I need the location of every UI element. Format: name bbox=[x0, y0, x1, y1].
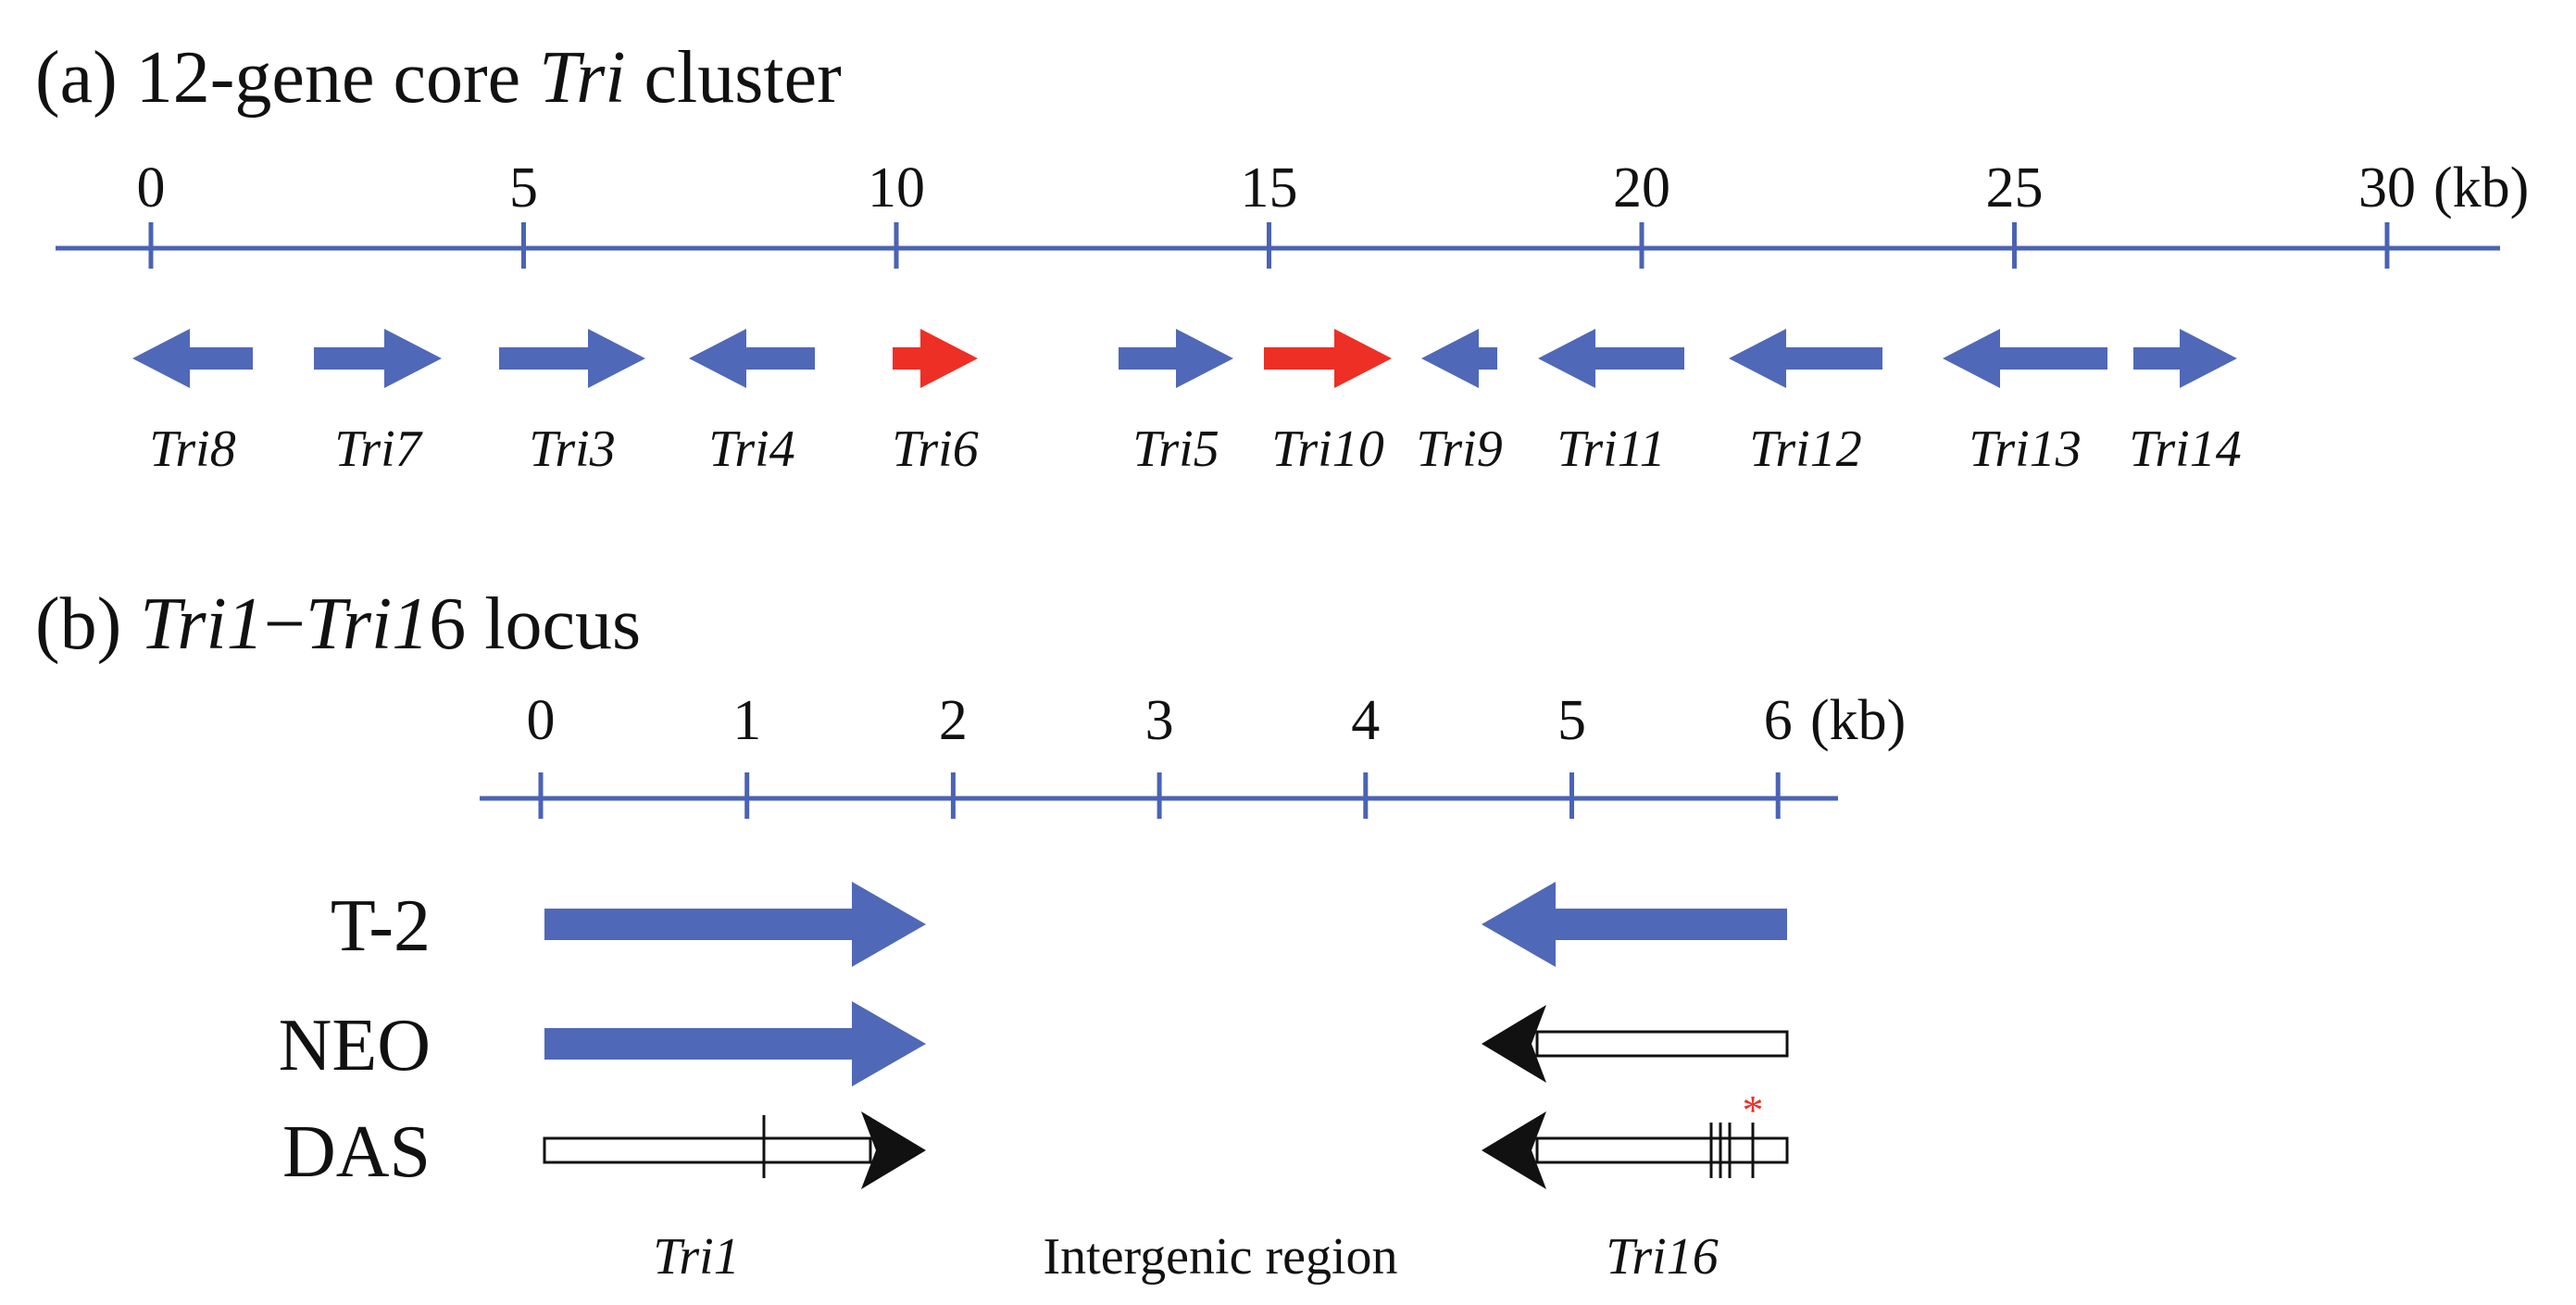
gene-label-tri10: Tri10 bbox=[1271, 420, 1383, 478]
strain-label-t-2: T-2 bbox=[331, 885, 431, 967]
gene-arrow-tri8 bbox=[132, 329, 253, 388]
gene-arrow-tri7 bbox=[314, 329, 442, 388]
tri16-arrow-neo bbox=[1482, 1005, 1789, 1083]
gene-label-tri4: Tri4 bbox=[708, 420, 794, 478]
panel-a-tick-label-15: 15 bbox=[1241, 157, 1298, 220]
panel-a-gene-labels: Tri8 Tri7 Tri3 Tri4 Tri6 Tri5 Tri10 Tri9 Tri11 Tr… bbox=[149, 420, 2241, 478]
panel-a-tick-label-25: 25 bbox=[1986, 157, 2044, 220]
gene-arrow-tri4 bbox=[689, 329, 815, 388]
panel-a-tick-label-20: 20 bbox=[1613, 157, 1670, 220]
tri16-gene-label: Tri16 bbox=[1606, 1228, 1718, 1286]
panel-a-tick-label-30: 30 bbox=[2358, 157, 2416, 220]
tri16-arrow-t-2 bbox=[1482, 882, 1787, 967]
gene-arrow-tri6 bbox=[893, 329, 978, 388]
panel-b-tick-label-2: 2 bbox=[939, 689, 968, 752]
gene-label-tri11: Tri11 bbox=[1557, 420, 1665, 478]
gene-label-tri7: Tri7 bbox=[334, 420, 422, 478]
panel-a-scale-axis: 0 5 10 15 20 25 30 bbox=[56, 157, 2500, 269]
panel-b-tick-label-1: 1 bbox=[732, 689, 761, 752]
gene-arrow-tri9 bbox=[1421, 329, 1497, 388]
gene-arrow-tri14 bbox=[2133, 329, 2237, 388]
panel-a-tick-label-10: 10 bbox=[868, 157, 925, 220]
gene-arrow-tri5 bbox=[1119, 329, 1233, 388]
panel-a-tick-label-0: 0 bbox=[137, 157, 166, 220]
tri1-arrow-das-head bbox=[861, 1111, 926, 1189]
gene-label-tri12: Tri12 bbox=[1749, 420, 1861, 478]
gene-arrow-tri3 bbox=[499, 329, 645, 388]
gene-arrow-tri10 bbox=[1264, 329, 1392, 388]
gene-arrow-tri13 bbox=[1943, 329, 2107, 388]
gene-label-tri14: Tri14 bbox=[2129, 420, 2241, 478]
gene-arrow-tri11 bbox=[1538, 329, 1684, 388]
tri1-gene-label: Tri1 bbox=[653, 1228, 739, 1286]
tri16-arrow-das-shaft bbox=[1535, 1136, 1789, 1164]
tri1-arrow-das-shaft bbox=[543, 1136, 872, 1164]
panel-b-tick-label-0: 0 bbox=[527, 689, 556, 752]
gene-arrow-tri12 bbox=[1729, 329, 1882, 388]
panel-b-tick-label-4: 4 bbox=[1351, 689, 1380, 752]
tri1-arrow-t-2 bbox=[544, 882, 926, 967]
panel-b-tick-label-6: 6 bbox=[1764, 689, 1793, 752]
gene-label-tri9: Tri9 bbox=[1416, 420, 1502, 478]
gene-label-tri3: Tri3 bbox=[529, 420, 615, 478]
gene-label-tri8: Tri8 bbox=[149, 420, 235, 478]
panel-a-tick-label-5: 5 bbox=[509, 157, 538, 220]
panel-b-axis-unit: (kb) bbox=[1810, 689, 1906, 752]
strain-label-das: DAS bbox=[282, 1111, 431, 1193]
gene-label-tri13: Tri13 bbox=[1969, 420, 2081, 478]
panel-a-gene-arrows bbox=[132, 329, 2237, 388]
tri16-arrow-neo-shaft bbox=[1535, 1030, 1789, 1058]
panel-a-title: (a) 12-gene core Tri cluster bbox=[35, 37, 842, 119]
tri1-arrow-das bbox=[543, 1111, 926, 1189]
tri16-arrow-neo-head bbox=[1482, 1005, 1546, 1083]
gene-label-tri6: Tri6 bbox=[892, 420, 978, 478]
mutation-asterisk: * bbox=[1743, 1086, 1764, 1134]
panel-b-tick-label-3: 3 bbox=[1145, 689, 1174, 752]
tri16-arrow-das: * bbox=[1482, 1086, 1789, 1189]
panel-b-scale-axis: 0 1 2 3 4 5 6 bbox=[480, 689, 1838, 819]
panel-b-tick-label-5: 5 bbox=[1557, 689, 1586, 752]
intergenic-region-label: Intergenic region bbox=[1043, 1228, 1397, 1286]
strain-label-neo: NEO bbox=[279, 1005, 431, 1086]
gene-label-tri5: Tri5 bbox=[1132, 420, 1219, 478]
tri1-arrow-neo bbox=[544, 1001, 926, 1086]
panel-a-axis-unit: (kb) bbox=[2433, 157, 2529, 220]
panel-b-title: (b) Tri1−Tri16 locus bbox=[35, 583, 641, 665]
tri16-arrow-das-head bbox=[1482, 1111, 1546, 1189]
